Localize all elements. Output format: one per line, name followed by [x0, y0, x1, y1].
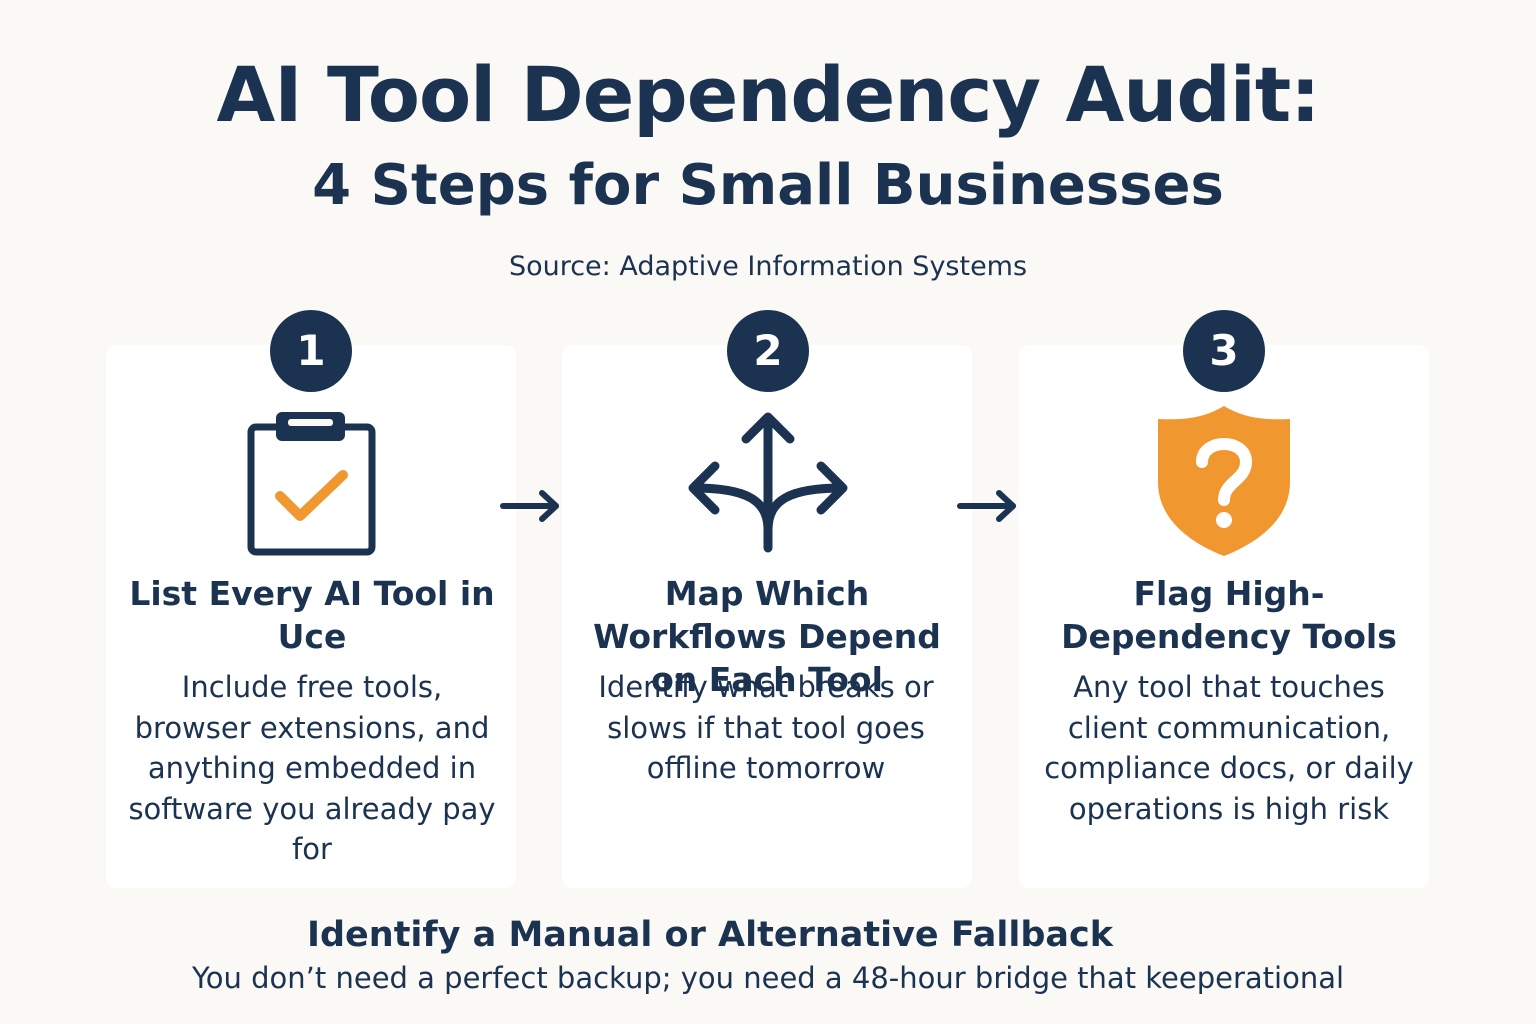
- step-description-1: Include free tools, browser extensions, …: [128, 670, 496, 866]
- fallback-description: You don’t need a perfect backup; you nee…: [191, 961, 1345, 995]
- arrow-right-icon: [500, 490, 559, 522]
- arrow-right-icon: [957, 490, 1016, 522]
- step-number-badge-1: 1: [270, 310, 352, 392]
- page-subtitle: 4 Steps for Small Businesses: [312, 153, 1224, 218]
- fallback-title: Identify a Manual or Alternative Fallbac…: [306, 915, 1114, 955]
- step-description-2: Identify what breaks or slows if that to…: [598, 670, 934, 785]
- step-description-3: Any tool that touches client communicati…: [1044, 670, 1414, 826]
- branching-arrows-icon: [688, 412, 848, 553]
- step-title-1: List Every AI Tool in Uce: [129, 574, 495, 656]
- step-number-badge-3: 3: [1183, 310, 1265, 392]
- page-title: AI Tool Dependency Audit:: [216, 50, 1320, 139]
- source-credit: Source: Adaptive Information Systems: [508, 251, 1028, 282]
- clipboard-check-icon: [247, 412, 376, 556]
- step-number-badge-2: 2: [727, 310, 809, 392]
- shield-question-icon: [1158, 406, 1290, 556]
- step-title-3: Flag High-Dependency Tools: [1061, 574, 1397, 656]
- step-title-2: Map Which Workflows Depend on Each Tool: [593, 574, 941, 699]
